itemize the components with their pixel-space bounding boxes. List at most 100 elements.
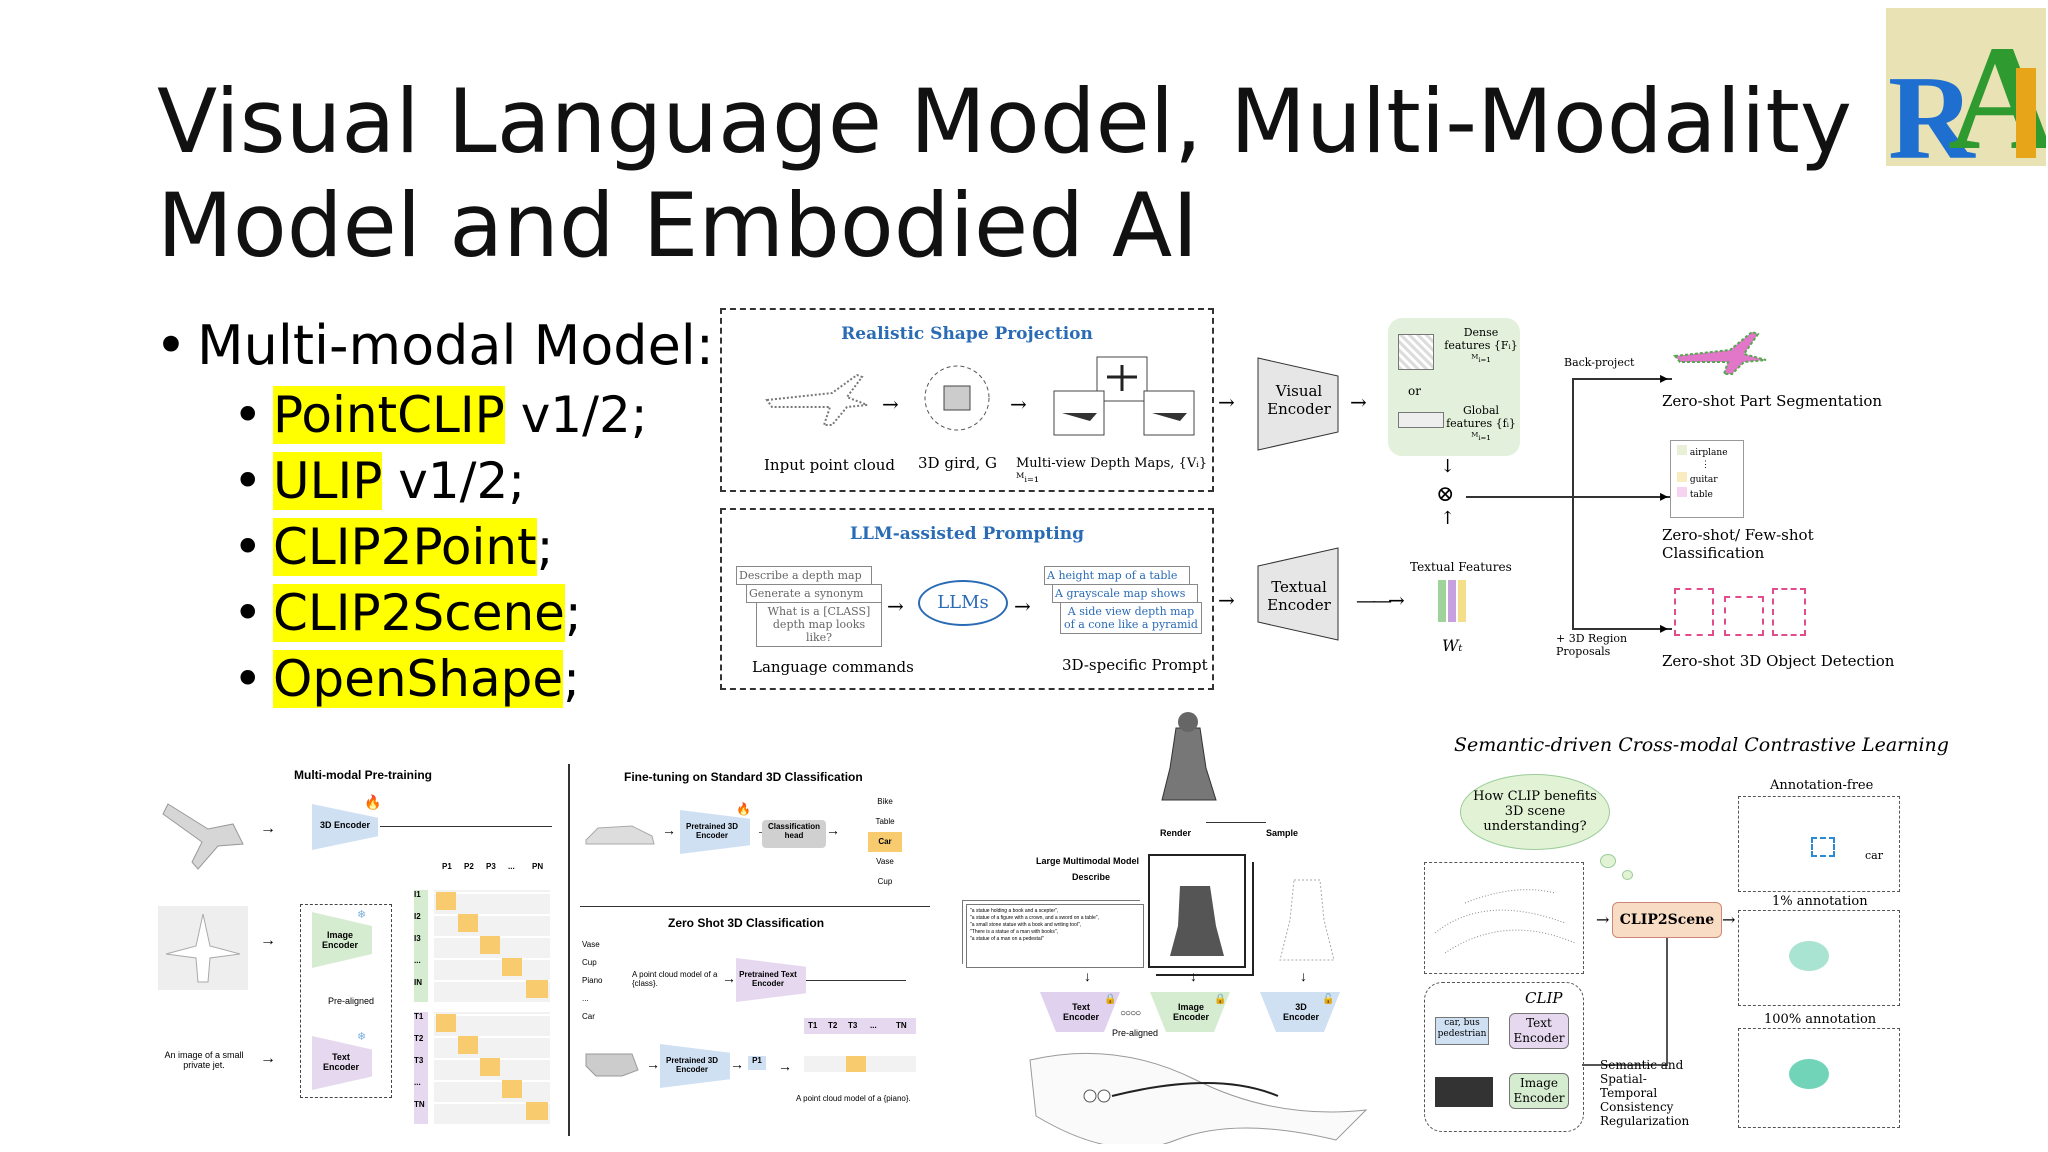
- arrow-icon: ▸: [1660, 618, 1669, 637]
- prealigned-label: Pre-aligned: [328, 996, 375, 1006]
- airplane-pointcloud-icon: [765, 373, 868, 426]
- arrow-icon: →: [260, 820, 276, 837]
- divider: [568, 764, 570, 1136]
- command-2: Generate a synonym: [746, 584, 882, 603]
- arrow-icon: →: [778, 1058, 792, 1074]
- annotation-free-label: Annotation-free: [1770, 778, 1874, 793]
- arrow-icon: →: [646, 1056, 660, 1072]
- col-label: T1: [808, 1021, 818, 1030]
- region-label: + 3D Region Proposals: [1556, 632, 1628, 658]
- pretrained-3d-label: Pretrained 3D Encoder: [685, 822, 739, 840]
- connector-line: [1572, 496, 1672, 498]
- col-label: P1: [442, 862, 452, 871]
- features-panel: Dense features {Fᵢ}ᴹᵢ₌₁ or Global featur…: [1388, 318, 1520, 456]
- connector-line: [1572, 378, 1574, 628]
- snowflake-icon: ❄: [357, 909, 367, 921]
- llm-box: LLM-assisted Prompting Describe a depth …: [720, 508, 1214, 690]
- arrow-icon: →: [1014, 594, 1031, 618]
- arrow-icon: →: [730, 1056, 744, 1072]
- 3d-encoder-label: 3D Encoder: [320, 820, 371, 830]
- arrow-icon: →: [1596, 910, 1610, 929]
- prompt-2: A grayscale map shows: [1052, 584, 1198, 603]
- connector-line: [1206, 822, 1266, 823]
- command-3: What is a [CLASS] depth map looks like?: [756, 602, 882, 647]
- statue-render-icon: [1161, 712, 1217, 801]
- one-percent-label: 1% annotation: [1772, 894, 1868, 909]
- pretrain-title: Multi-modal Pre-training: [294, 768, 432, 782]
- class-item: ...: [582, 994, 589, 1003]
- class-item: Cup: [582, 958, 597, 967]
- slide-title: Visual Language Model, Multi-Modality Mo…: [157, 70, 1852, 278]
- finetune-title: Fine-tuning on Standard 3D Classificatio…: [624, 770, 863, 784]
- arrow-down-icon: ↓: [1190, 968, 1197, 984]
- connector-line: [1582, 1064, 1668, 1066]
- connector-line: [1572, 378, 1672, 380]
- class-dots: ⋮: [1701, 460, 1710, 470]
- describe-label: Describe: [1072, 872, 1111, 882]
- clip2scene-figure: Semantic-driven Cross-modal Contrastive …: [1424, 728, 1949, 1140]
- or-label: or: [1408, 384, 1421, 398]
- detection-box-icon: [1724, 596, 1764, 636]
- of-prealigned-label: Pre-aligned: [1112, 1028, 1159, 1038]
- depth-label: Multi-view Depth Maps, {Vᵢ}ᴹᵢ₌₁: [1016, 456, 1208, 486]
- language-label: Language commands: [752, 658, 914, 676]
- row-label: T1: [414, 1012, 424, 1021]
- embedding-space: [1029, 1052, 1368, 1144]
- divider: [580, 906, 930, 907]
- p1-cell: P1: [748, 1056, 766, 1070]
- list-item: •PointCLIP v1/2;: [233, 386, 648, 444]
- model-suffix: v1/2;: [504, 386, 648, 444]
- zs-score-row: [804, 1056, 916, 1072]
- model-suffix: ;: [564, 584, 582, 642]
- projection-title: Realistic Shape Projection: [841, 324, 1093, 344]
- connector-line: [380, 826, 552, 827]
- class-item: Vase: [582, 940, 600, 949]
- text-encoder-label: Text Encoder: [322, 1052, 359, 1072]
- arrow-down-icon: ↓: [1440, 456, 1456, 477]
- openshape-figure: Render Sample Large Multimodal Model Des…: [960, 704, 1400, 1144]
- caption-item: "a statue of a man on a pedestal": [970, 936, 1044, 942]
- global-feature-icon: [1398, 412, 1444, 428]
- zeroshot-title: Zero Shot 3D Classification: [668, 916, 825, 930]
- class-item: Car: [582, 1012, 595, 1021]
- row-label: I3: [414, 934, 421, 943]
- scene-annotation-free: car: [1738, 796, 1900, 892]
- unlock-icon: 🔓: [1322, 994, 1335, 1005]
- detection-box-icon: [1772, 588, 1806, 636]
- bullet-main-text: Multi-modal Model:: [197, 314, 714, 377]
- caption-item: "a statue of a figure with a crown, and …: [970, 915, 1099, 921]
- car-pointcloud-icon: [585, 825, 655, 845]
- class-list: airplane ⋮ guitar table: [1670, 440, 1744, 518]
- dense-feature-icon: [1398, 334, 1434, 370]
- class-item: Table: [875, 817, 895, 826]
- camera-image: [1435, 1077, 1493, 1107]
- prompt-1: A height map of a table: [1044, 566, 1190, 585]
- of-3d-encoder-label: 3D Encoder: [1282, 1002, 1319, 1022]
- regularization-label: Semantic and Spatial-Temporal Consistenc…: [1600, 1058, 1690, 1128]
- row-label: IN: [414, 978, 422, 987]
- output-2: Zero-shot/ Few-shot Classification: [1662, 526, 1814, 562]
- model-name: CLIP2Point: [273, 518, 537, 576]
- back-project-label: Back-project: [1564, 356, 1635, 369]
- row-label: T3: [414, 1056, 424, 1065]
- c2s-title: Semantic-driven Cross-modal Contrastive …: [1454, 734, 1949, 756]
- text-feature-bar: [1438, 580, 1446, 622]
- class-item: Piano: [582, 976, 603, 985]
- sample-label: Sample: [1266, 828, 1299, 838]
- textual-encoder-shape: [1257, 547, 1339, 641]
- prompt-label: 3D-specific Prompt: [1062, 656, 1208, 674]
- class-item-selected: Car: [868, 832, 902, 852]
- command-1: Describe a depth map: [736, 566, 872, 585]
- render-images: [1148, 854, 1246, 968]
- zs-class-column: Vase Cup Piano ... Car: [582, 940, 610, 1030]
- caption-item: "a statue holding a book and a scepter",: [970, 908, 1059, 914]
- arrow-icon: →: [722, 970, 736, 986]
- detection-box-icon: [1674, 588, 1714, 636]
- visual-encoder-label: Visual Encoder: [1267, 382, 1331, 418]
- image-rows: I1 I2 I3 ... IN: [414, 890, 428, 1002]
- title-line-1: Visual Language Model, Multi-Modality: [157, 70, 1852, 173]
- col-label: ...: [870, 1021, 877, 1030]
- output-1: Zero-shot Part Segmentation: [1662, 392, 1883, 410]
- scene-hundred-percent: [1738, 1028, 1900, 1128]
- text-feature-bar: [1458, 580, 1466, 622]
